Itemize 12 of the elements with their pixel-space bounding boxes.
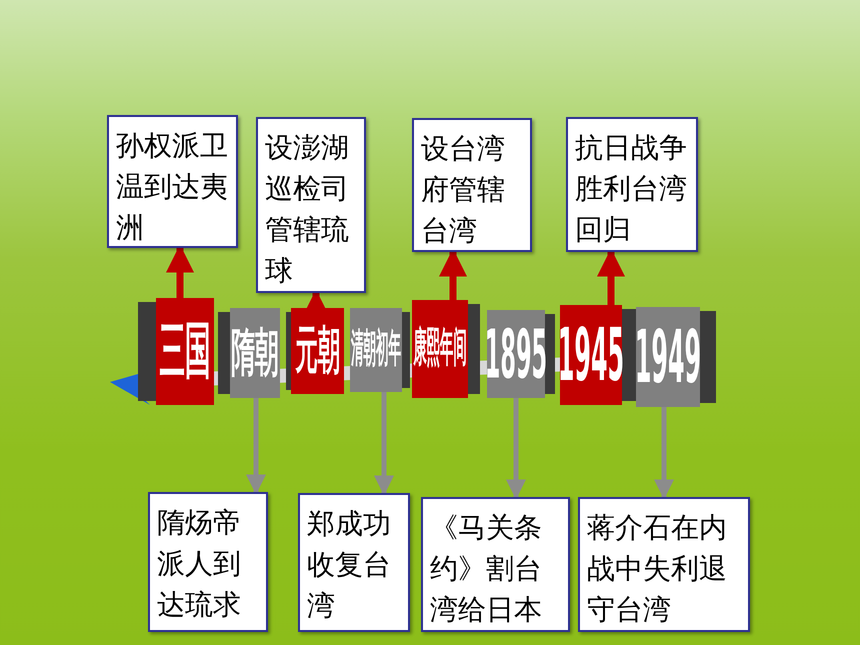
arrow xyxy=(506,398,526,500)
text-box: 抗日战争胜利台湾回归 xyxy=(566,117,698,252)
arrow xyxy=(654,407,674,500)
text-box: 孙权派卫温到达夷洲 xyxy=(107,115,238,248)
text-box: 郑成功收复台湾 xyxy=(298,493,410,632)
text-box: 《马关条约》割台湾给日本 xyxy=(421,497,570,632)
text-box: 设澎湖巡检司管辖琉球 xyxy=(256,117,366,293)
arrow xyxy=(246,398,266,494)
text-box: 蒋介石在内战中失利退守台湾 xyxy=(578,497,750,632)
text-box: 设台湾府管辖台湾 xyxy=(412,118,532,252)
arrow xyxy=(374,392,394,496)
text-box: 隋炀帝派人到达琉求 xyxy=(148,492,268,632)
